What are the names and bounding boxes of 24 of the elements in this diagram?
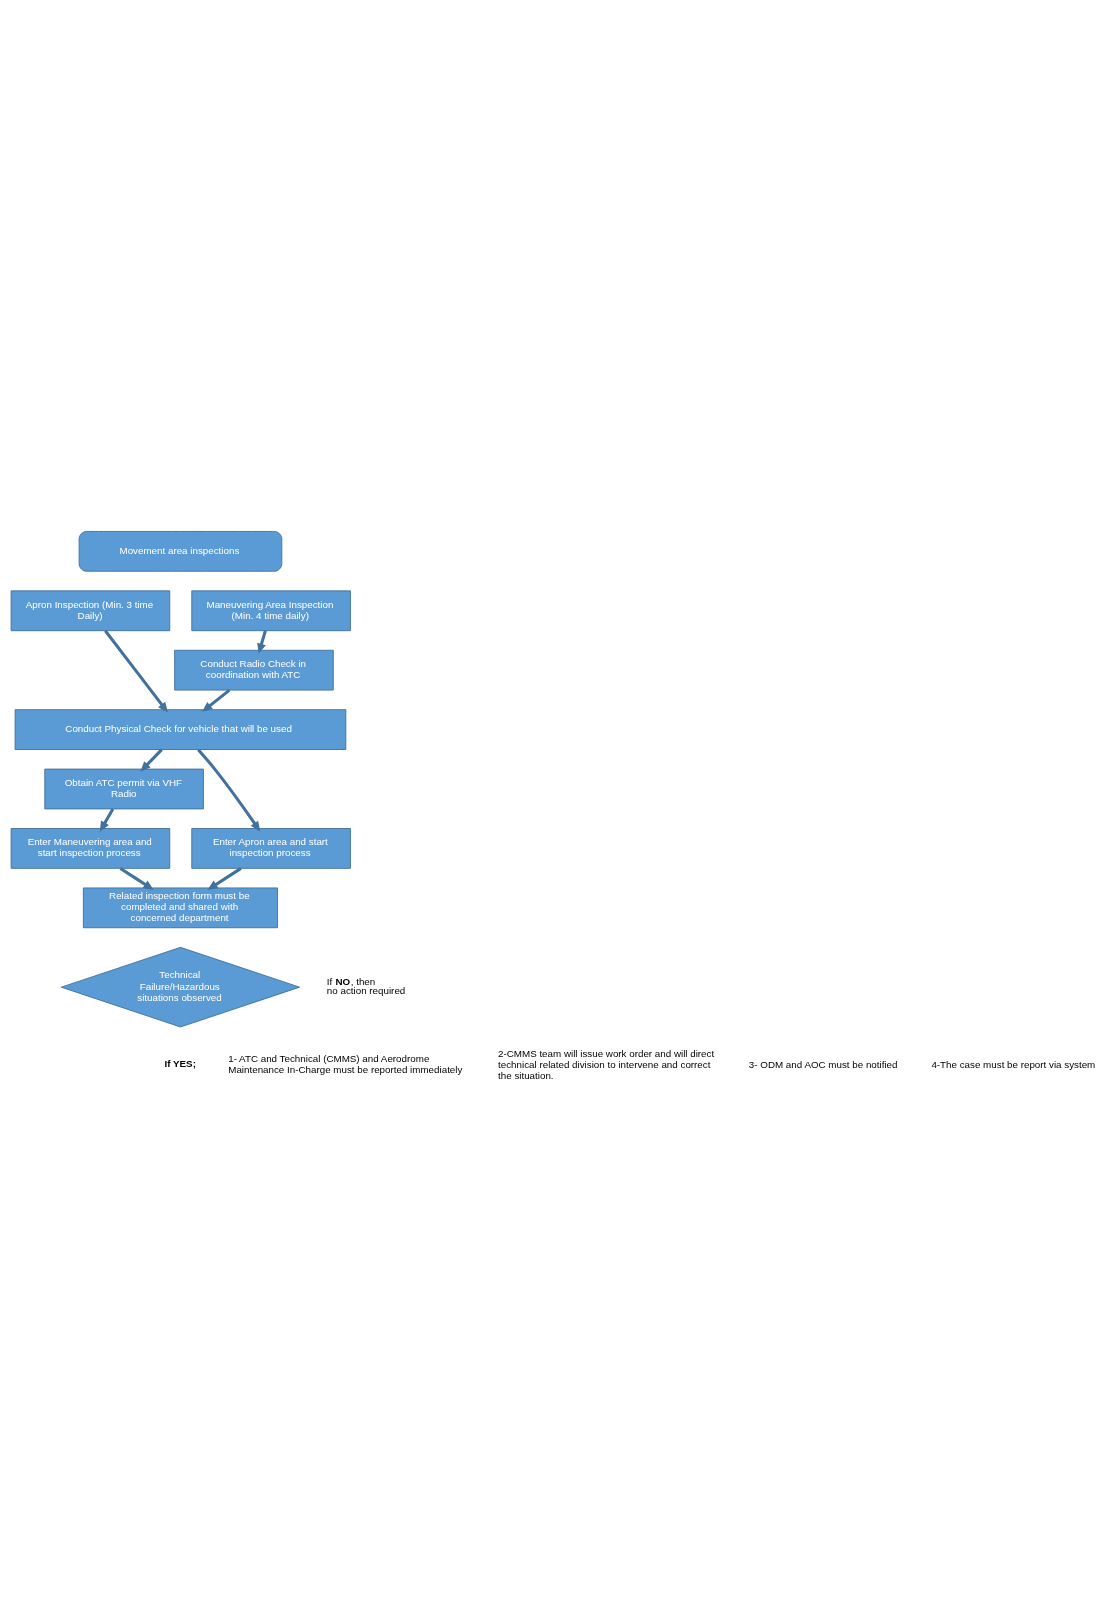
node-box: Obtain ATC permit via VHF Radio	[44, 768, 204, 810]
label: 2-CMMS team will issue work order and will direct technical related division to intervene and correct the situation.	[498, 1047, 715, 1081]
arrow	[119, 867, 154, 890]
label: 4-The case must be report via system	[931, 1058, 1096, 1070]
label: If YES;	[164, 1058, 196, 1070]
node-box: Enter Maneuvering area and start inspection process	[10, 828, 171, 869]
node-box: Maneuvering Area Inspection (Min. 4 time daily)	[191, 590, 351, 632]
arrow	[140, 748, 163, 772]
node-box: Conduct Physical Check for vehicle that will be used	[14, 709, 347, 750]
node-box: Conduct Radio Check in coordination with ATC	[174, 649, 334, 691]
arrow	[104, 629, 168, 713]
arrow	[197, 748, 261, 832]
arrow	[207, 867, 242, 890]
arrow	[257, 630, 267, 654]
label: If NO, then no action required	[326, 975, 406, 997]
label: 3- ODM and AOC must be notified	[748, 1058, 898, 1070]
arrow	[99, 808, 115, 832]
node-box: Movement area inspections	[78, 531, 283, 572]
arrow	[202, 688, 231, 712]
node-diamond: Technical Failure/Hazardous situations observed	[60, 946, 301, 1028]
node-box: Enter Apron area and start inspection process	[191, 828, 351, 869]
node-box: Apron Inspection (Min. 3 time Daily)	[10, 590, 171, 632]
node-box: Related inspection form must be completed and shared with concerned department	[82, 887, 278, 929]
label: 1- ATC and Technical (CMMS) and Aerodrome Maintenance In-Charge must be reported immediately	[228, 1053, 463, 1076]
